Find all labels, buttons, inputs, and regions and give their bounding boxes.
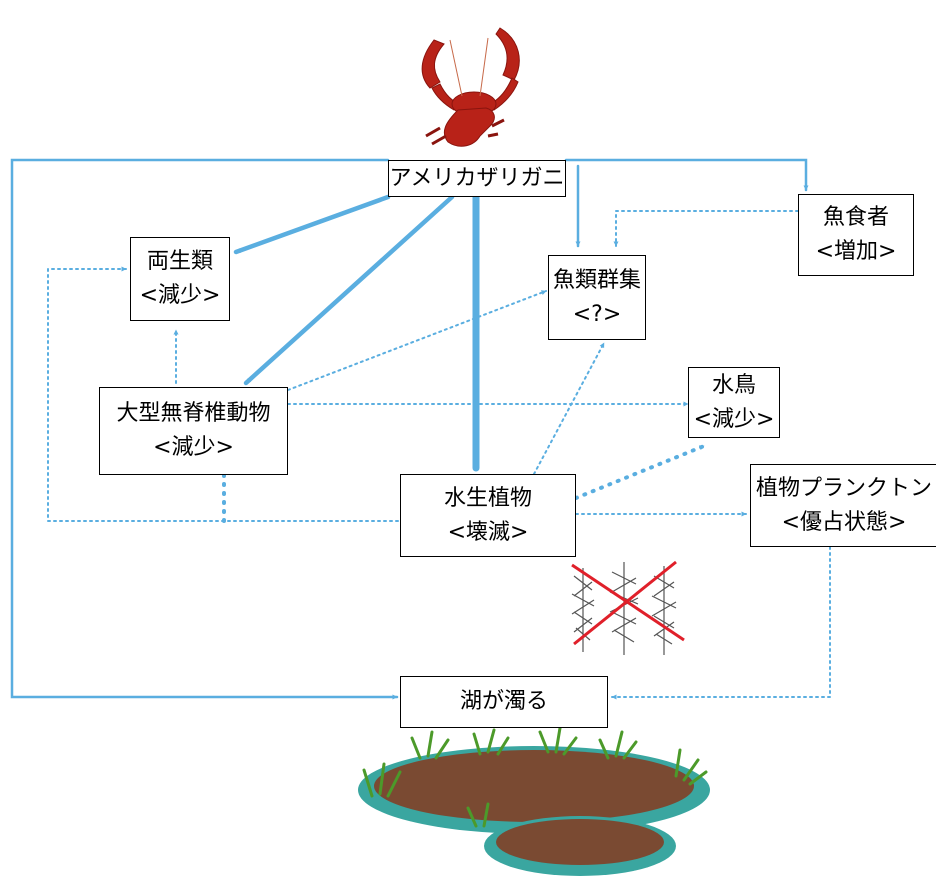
- node-waterbirds: 水鳥 <減少>: [688, 367, 780, 438]
- node-turbid-lake-label: 湖が濁る: [459, 689, 548, 714]
- arrow-crayfish-to-lake: [10, 158, 399, 700]
- node-piscivores-label: 魚食者: [822, 205, 889, 230]
- arrow-phytoplankton-to-lake: [611, 546, 831, 700]
- node-fish-status: <?>: [572, 301, 622, 327]
- node-amphibians: 両生類 <減少>: [130, 237, 230, 321]
- connectors: [10, 158, 831, 700]
- node-phytoplankton-status: <優占状態>: [781, 509, 907, 535]
- arrow-invertebrates-to-fish: [287, 290, 547, 391]
- node-invertebrates-label: 大型無脊椎動物: [116, 401, 271, 426]
- node-fish-label: 魚類群集: [552, 267, 641, 293]
- node-piscivores: 魚食者 <増加>: [798, 194, 914, 276]
- node-turbid-lake: 湖が濁る: [400, 676, 608, 728]
- arrow-crayfish-to-amphibians: [233, 194, 391, 255]
- node-aquatic-plants-label: 水生植物: [443, 485, 532, 511]
- node-aquatic-plants: 水生植物 <壊滅>: [400, 474, 576, 557]
- node-amphibians-status: <減少>: [139, 283, 221, 308]
- node-phytoplankton-label: 植物プランクトン: [755, 475, 932, 501]
- node-invertebrates-status: <減少>: [153, 435, 234, 460]
- arrow-piscivores-to-fish: [613, 210, 799, 247]
- arrow-crayfish-to-invertebrates: [243, 194, 455, 386]
- pond-illustration: [358, 726, 710, 876]
- node-invertebrates: 大型無脊椎動物 <減少>: [99, 387, 288, 475]
- arrow-plants-to-fish: [533, 342, 605, 475]
- arrow-plants-to-waterbirds: [574, 444, 706, 500]
- crayfish-illustration: [421, 27, 520, 147]
- plants-crossed-out-illustration: [571, 560, 685, 655]
- arrow-crayfish-to-piscivores: [564, 158, 809, 192]
- node-crayfish-label: アメリカザリガニ: [389, 165, 565, 191]
- node-piscivores-status: <増加>: [815, 239, 897, 264]
- node-phytoplankton: 植物プランクトン <優占状態>: [750, 464, 936, 547]
- red-cross: [571, 560, 685, 646]
- node-waterbirds-label: 水鳥: [711, 372, 756, 398]
- node-crayfish: アメリカザリガニ: [388, 160, 566, 197]
- node-waterbirds-status: <減少>: [693, 406, 775, 432]
- node-amphibians-label: 両生類: [146, 249, 213, 274]
- node-fish: 魚類群集 <?>: [548, 255, 646, 340]
- node-aquatic-plants-status: <壊滅>: [447, 519, 529, 545]
